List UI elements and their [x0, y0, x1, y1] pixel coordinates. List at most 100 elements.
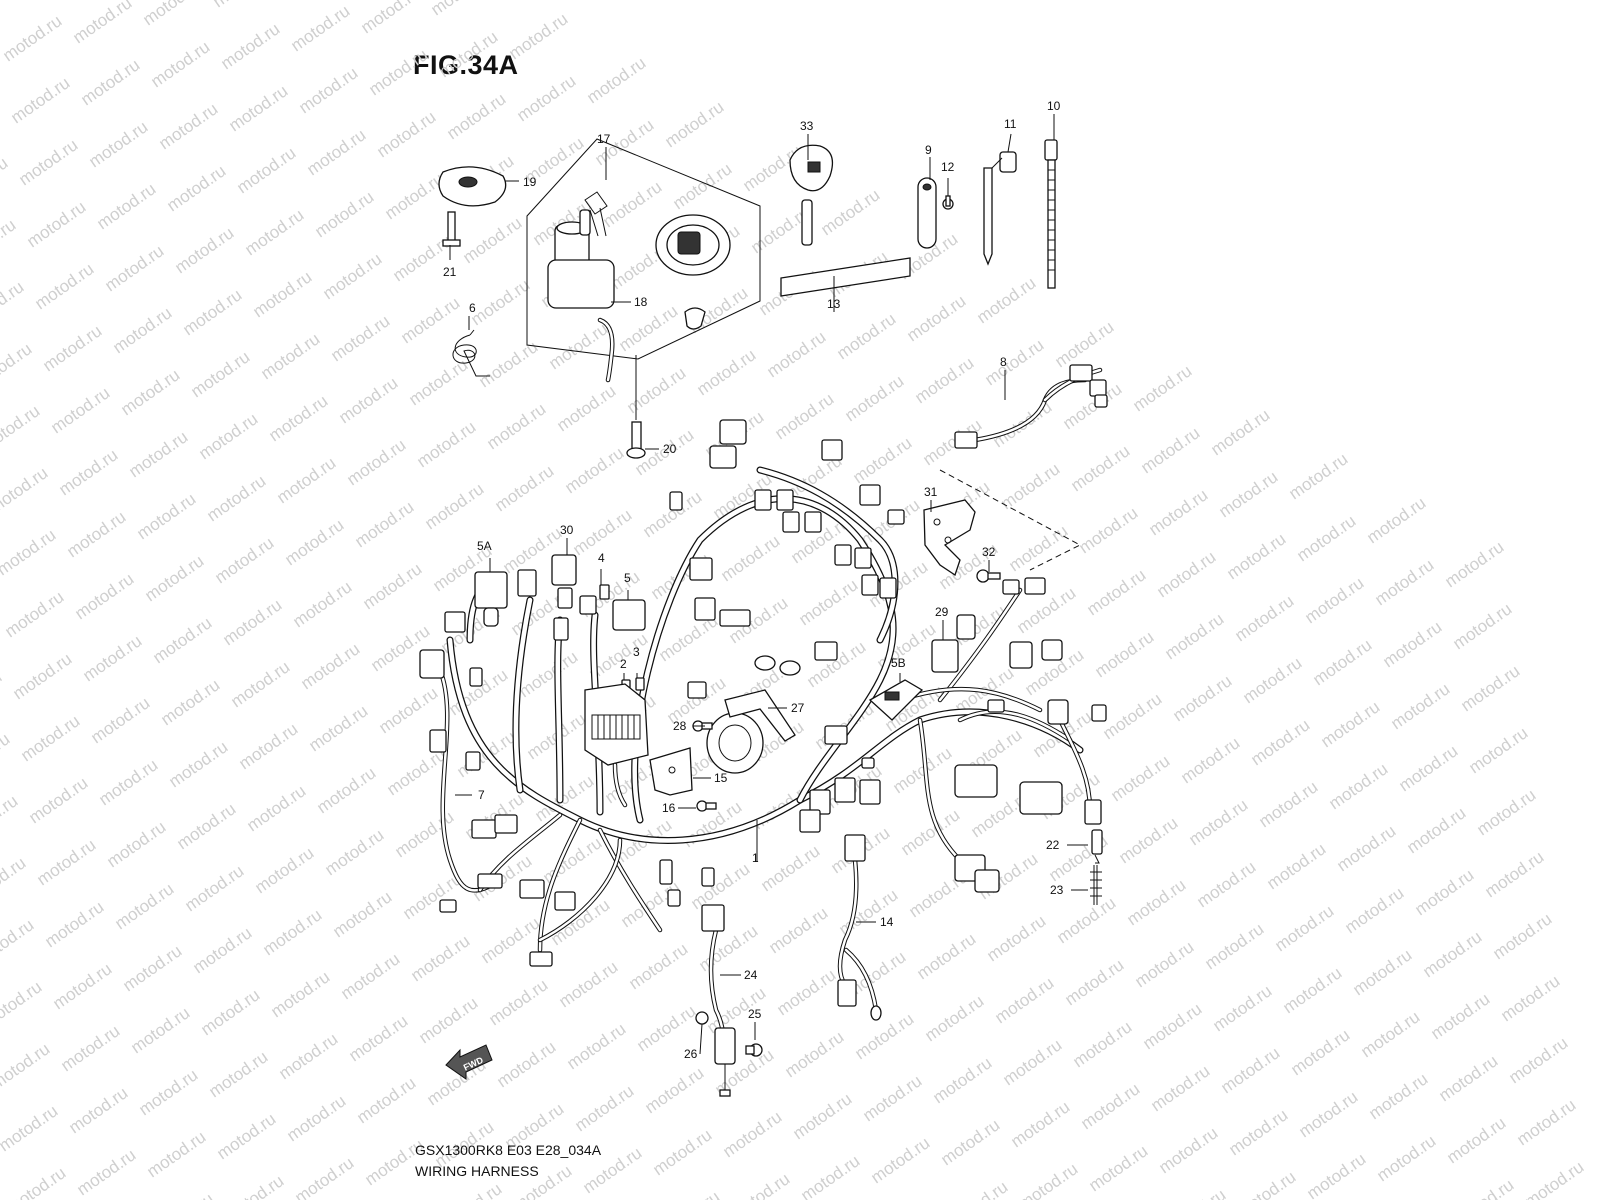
callout-28: 28 [673, 719, 687, 733]
watermark-text: motod.ru [211, 533, 277, 587]
watermark-text: motod.ru [33, 835, 99, 889]
watermark-text: motod.ru [625, 939, 691, 993]
watermark-text: motod.ru [251, 843, 317, 897]
watermark-text: motod.ru [109, 303, 175, 357]
watermark-text: motod.ru [789, 1089, 855, 1143]
watermark-text: motod.ru [69, 0, 135, 47]
watermark-text: motod.ru [297, 639, 363, 693]
watermark-text: motod.ru [321, 825, 387, 879]
callout-32: 32 [982, 545, 996, 559]
watermark-text: motod.ru [15, 135, 81, 189]
watermark-text: motod.ru [0, 91, 3, 145]
watermark-text: motod.ru [1185, 795, 1251, 849]
watermark-text: motod.ru [139, 0, 205, 29]
watermark-text: motod.ru [1473, 785, 1539, 839]
watermark-text: motod.ru [55, 445, 121, 499]
watermark-text: motod.ru [1395, 741, 1461, 795]
watermark-text: motod.ru [133, 489, 199, 543]
callout-labels: 1 2 3 4 5 5A 5B 6 7 8 9 10 11 12 13 14 1… [443, 99, 1064, 1061]
callout-22: 22 [1046, 838, 1060, 852]
watermark-text: motod.ru [937, 1115, 1003, 1169]
watermark-text: motod.ru [249, 267, 315, 321]
watermark-text: motod.ru [1373, 1131, 1439, 1185]
watermark-text: motod.ru [1435, 1051, 1501, 1105]
watermark-text: motod.ru [1387, 679, 1453, 733]
watermark-text: motod.ru [407, 931, 473, 985]
watermark-text: motod.ru [1223, 529, 1289, 583]
watermark-text: motod.ru [151, 1189, 217, 1200]
watermark-text: motod.ru [797, 1151, 863, 1200]
watermark-text: motod.ru [1131, 937, 1197, 991]
watermark-text: motod.ru [101, 241, 167, 295]
ignition-switch-part [547, 191, 615, 383]
watermark-text: motod.ru [275, 1029, 341, 1083]
callout-13: 13 [827, 297, 841, 311]
watermark-text: motod.ru [1293, 511, 1359, 565]
callout-24: 24 [744, 968, 758, 982]
watermark-text: motod.ru [1457, 661, 1523, 715]
watermark-text: motod.ru [0, 0, 57, 3]
horn-part [706, 689, 796, 774]
watermark-text: motod.ru [1217, 1043, 1283, 1097]
sensor-22-23-part [1090, 829, 1103, 905]
watermark-text: motod.ru [71, 569, 137, 623]
watermark-text: motod.ru [1013, 583, 1079, 637]
watermark-text: motod.ru [93, 179, 159, 233]
watermark-text: motod.ru [1083, 565, 1149, 619]
watermark-text: motod.ru [911, 353, 977, 407]
model-code: GSX1300RK8 E03 E28_034A [415, 1142, 602, 1158]
callout-17: 17 [597, 132, 611, 146]
watermark-text: motod.ru [235, 719, 301, 773]
watermark-text: motod.ru [849, 433, 915, 487]
watermark-text: motod.ru [0, 853, 29, 907]
watermark-text: motod.ru [243, 781, 309, 835]
watermark-text: motod.ru [221, 1171, 287, 1200]
watermark-text: motod.ru [1161, 609, 1227, 663]
watermark-text: motod.ru [693, 345, 759, 399]
watermark-text: motod.ru [49, 959, 115, 1013]
watermark-text: motod.ru [1379, 617, 1445, 671]
watermark-text: motod.ru [179, 285, 245, 339]
watermark-text: motod.ru [383, 745, 449, 799]
watermark-text: motod.ru [125, 427, 191, 481]
watermark-text: motod.ru [513, 71, 579, 125]
watermark-text: motod.ru [1053, 893, 1119, 947]
assembly-name: WIRING HARNESS [415, 1163, 539, 1179]
watermark-text: motod.ru [87, 693, 153, 747]
watermark-text: motod.ru [305, 701, 371, 755]
watermark-text: motod.ru [329, 887, 395, 941]
watermark-text: motod.ru [155, 99, 221, 153]
watermark-text: motod.ru [95, 755, 161, 809]
watermark-text: motod.ru [217, 19, 283, 73]
watermark-text: motod.ru [771, 389, 837, 443]
ignition-kit-frame [526, 138, 761, 360]
watermark-text: motod.ru [1371, 555, 1437, 609]
watermark-text: motod.ru [41, 897, 107, 951]
watermark-text: motod.ru [491, 461, 557, 515]
watermark-text: motod.ru [443, 89, 509, 143]
callout-8: 8 [1000, 355, 1007, 369]
watermark-text: motod.ru [545, 319, 611, 373]
watermark-text: motod.ru [657, 1187, 723, 1200]
watermark-text: motod.ru [1419, 927, 1485, 981]
callout-23: 23 [1050, 883, 1064, 897]
watermark-text: motod.ru [913, 929, 979, 983]
watermark-text: motod.ru [921, 991, 987, 1045]
callout-27: 27 [791, 701, 805, 715]
watermark-text: motod.ru [1155, 1123, 1221, 1177]
watermark-text: motod.ru [3, 1163, 69, 1200]
watermark-text: motod.ru [1357, 1007, 1423, 1061]
watermark-text: motod.ru [9, 649, 75, 703]
watermark-text: motod.ru [763, 327, 829, 381]
watermark-text: motod.ru [1239, 653, 1305, 707]
watermark-text: motod.ru [1271, 901, 1337, 955]
watermark-text: motod.ru [561, 443, 627, 497]
watermark-text: motod.ru [1489, 909, 1555, 963]
watermark-text: motod.ru [1285, 449, 1351, 503]
watermark-text: motod.ru [57, 1021, 123, 1075]
watermark-text: motod.ru [1147, 1061, 1213, 1115]
watermark-text: motod.ru [259, 905, 325, 959]
watermark-text: motod.ru [1163, 1185, 1229, 1200]
bolt-16-part [696, 800, 717, 812]
watermark-text: motod.ru [365, 45, 431, 99]
